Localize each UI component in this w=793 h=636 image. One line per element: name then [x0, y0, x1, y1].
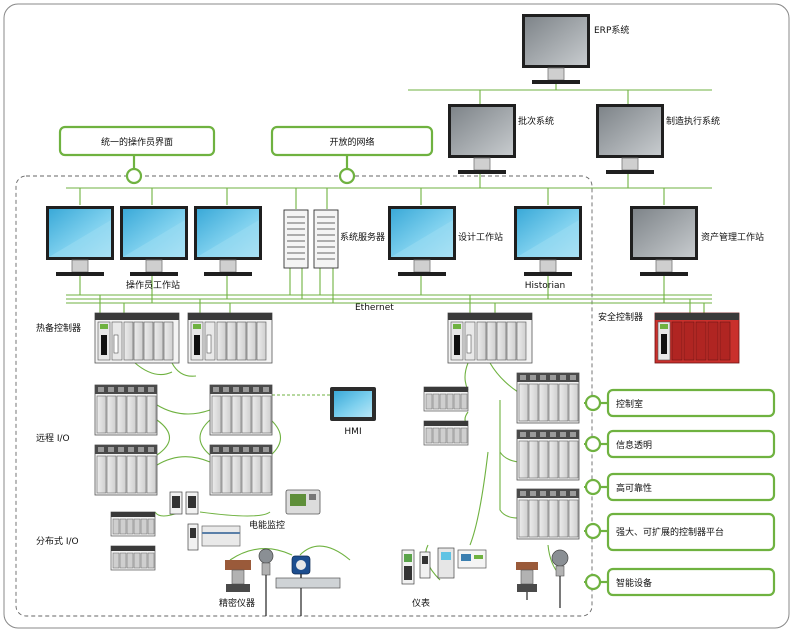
field-instruments: 仪表 [401, 547, 487, 609]
asset-management-workstation: 资产管理工作站 [629, 205, 764, 277]
ethernet-label: Ethernet [355, 303, 394, 313]
callout-control-room-text: 控制室 [616, 398, 643, 410]
power-monitor-label: 电能监控 [249, 519, 285, 531]
callout-controller-platform-text: 强大、可扩展的控制器平台 [616, 526, 724, 538]
main-controller [447, 312, 533, 364]
callout-list-right: 控制室 信息透明 高可靠性 强大、可扩展的控制器平台 [584, 388, 776, 597]
callout-operator-interface: 统一的操作员界面 [58, 125, 216, 185]
callout-operator-interface-text: 统一的操作员界面 [101, 136, 173, 148]
distributed-io-label: 分布式 I/O [36, 535, 79, 547]
operator-workstations: 操作员工作站 [45, 205, 263, 291]
callout-open-network: 开放的网络 [270, 125, 434, 185]
callout-control-room: 控制室 [584, 388, 776, 418]
callout-information-transparency-text: 信息透明 [616, 439, 652, 451]
hot-standby-label: 热备控制器 [36, 322, 81, 334]
precision-label: 精密仪器 [219, 597, 255, 609]
operator-ws-label: 操作员工作站 [126, 279, 180, 291]
mes-label: 制造执行系统 [666, 115, 720, 127]
callout-open-network-text: 开放的网络 [329, 136, 374, 148]
hot-standby-controller-b [187, 312, 273, 364]
mes-monitor: 制造执行系统 [595, 103, 720, 175]
callout-high-reliability: 高可靠性 [584, 472, 776, 502]
smart-valves [516, 549, 569, 608]
system-servers: 系统服务器 [283, 209, 385, 269]
network-lines [66, 82, 712, 581]
safety-label: 安全控制器 [598, 311, 643, 323]
callout-high-reliability-text: 高可靠性 [616, 482, 652, 494]
erp-system-monitor: ERP系统 [521, 13, 629, 85]
hmi-label: HMI [344, 427, 361, 437]
callout-controller-platform: 强大、可扩展的控制器平台 [584, 512, 776, 552]
historian-workstation: Historian [513, 205, 583, 291]
hot-standby-controller-a [94, 312, 180, 364]
historian-label: Historian [525, 281, 565, 291]
design-ws-label: 设计工作站 [458, 231, 503, 243]
asset-ws-label: 资产管理工作站 [701, 231, 764, 243]
callout-smart-devices: 智能设备 [584, 567, 776, 597]
hmi-panel: HMI [330, 387, 376, 437]
control-system-boundary [15, 175, 593, 617]
instrument-label: 仪表 [412, 597, 430, 609]
design-workstation: 设计工作站 [387, 205, 503, 277]
distributed-io-modules [110, 491, 241, 571]
controller-io-stack [516, 372, 580, 540]
safety-controller: 安全控制器 [598, 311, 740, 364]
precision-instruments: 精密仪器 [219, 548, 341, 616]
power-monitor-device: 电能监控 [249, 489, 321, 531]
erp-label: ERP系统 [594, 24, 629, 36]
batch-system-monitor: 批次系统 [447, 103, 554, 175]
callout-information-transparency: 信息透明 [584, 429, 776, 459]
batch-label: 批次系统 [518, 115, 554, 127]
outer-frame [3, 3, 790, 629]
callout-smart-devices-text: 智能设备 [616, 577, 652, 589]
system-server-label: 系统服务器 [340, 231, 385, 243]
remote-io-label: 远程 I/O [36, 433, 70, 444]
